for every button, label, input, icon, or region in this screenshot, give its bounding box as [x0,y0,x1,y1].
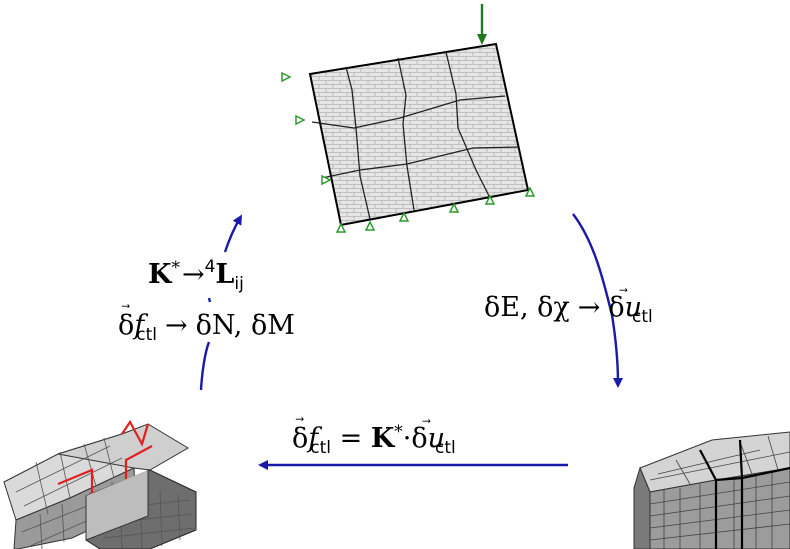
deformed-rve-block-icon [3,419,197,549]
support-triangles [281,71,536,233]
load-arrow-icon [477,4,487,45]
arrow-upscale-lower [199,341,211,391]
rve-block-icon [633,431,790,549]
label-downscale: δE, δχ→δu⃗ctl [484,288,653,327]
arrow-upscale-mid [207,297,212,303]
label-solve: δf⃗ctl = K*·δu⃗ctl [292,417,456,458]
arrow-downscale [572,213,623,388]
arrow-upscale-upper [223,214,243,253]
label-upscale-line2: δf⃗ctl→δN, δM [118,304,295,345]
masonry-wall-mesh-icon [281,4,536,233]
label-upscale-line1: K*→4Lij [148,257,244,294]
